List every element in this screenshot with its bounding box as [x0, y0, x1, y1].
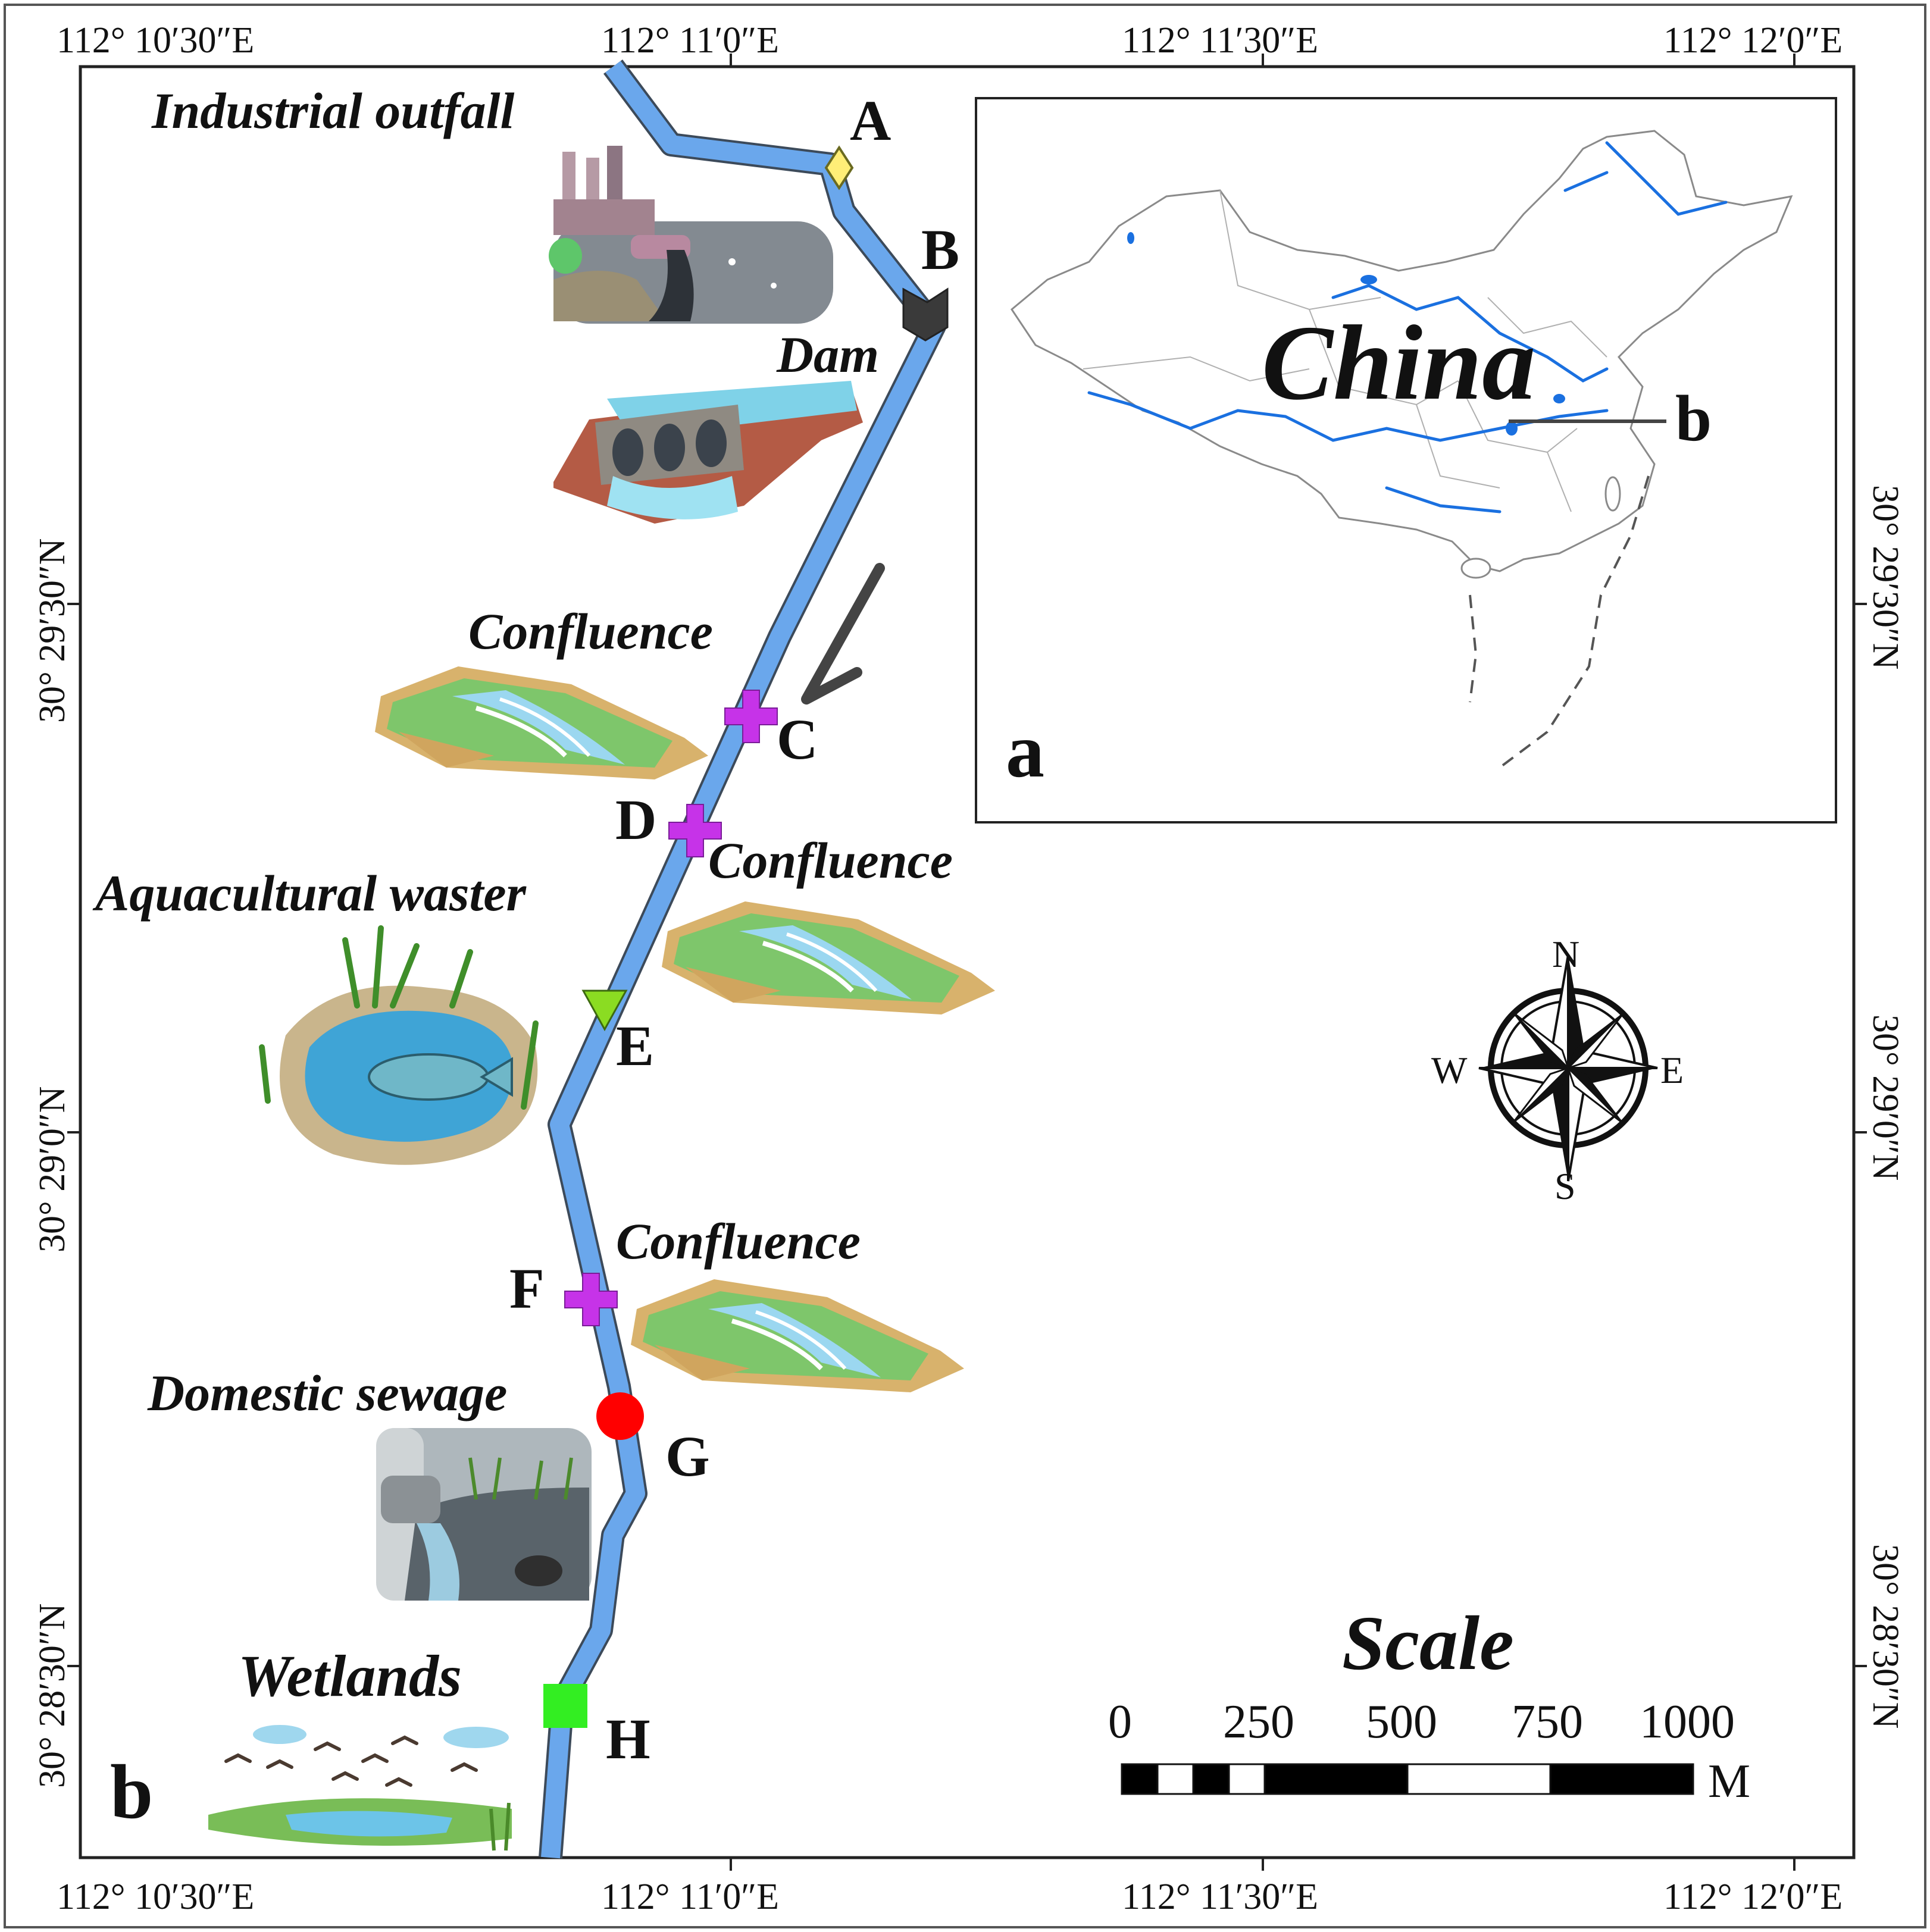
coord-right-1: 30° 29′30″N	[1865, 485, 1906, 669]
inset-panel-label: a	[1006, 708, 1044, 794]
confluence-illustration-2	[662, 901, 995, 1014]
dam-illustration	[553, 381, 863, 524]
coord-top-2: 112° 11′0″E	[601, 20, 779, 61]
label-confluence-3: Confluence	[616, 1213, 861, 1270]
coord-left-2: 30° 29′0″N	[32, 1086, 73, 1252]
site-a-marker	[824, 145, 854, 190]
compass-south-label: S	[1554, 1165, 1576, 1207]
wetlands-illustration	[208, 1725, 512, 1851]
label-confluence-2: Confluence	[708, 832, 953, 889]
site-d-marker	[668, 804, 722, 857]
coord-left-1: 30° 29′30″N	[32, 538, 73, 723]
confluence-illustration-3	[631, 1279, 964, 1392]
site-f-marker	[564, 1273, 618, 1326]
site-g-label: G	[665, 1424, 710, 1488]
site-d-label: D	[615, 788, 656, 851]
label-domestic-sewage: Domestic sewage	[147, 1364, 507, 1421]
scale-tick-750: 750	[1512, 1696, 1583, 1748]
coord-right-2: 30° 29′0″N	[1865, 1014, 1906, 1181]
site-b-marker	[902, 287, 949, 342]
coord-top-3: 112° 11′30″E	[1122, 20, 1318, 61]
taiwan-island	[1604, 476, 1621, 512]
compass-north-label: N	[1552, 933, 1579, 975]
coord-bottom-4: 112° 12′0″E	[1663, 1877, 1843, 1917]
compass-east-label: E	[1660, 1049, 1684, 1091]
coord-top-4: 112° 12′0″E	[1663, 20, 1843, 61]
panel-b-label: b	[110, 1749, 153, 1835]
scale-tick-500: 500	[1366, 1696, 1437, 1748]
coord-top-1: 112° 10′30″E	[57, 20, 254, 61]
coord-bottom-3: 112° 11′30″E	[1122, 1877, 1318, 1917]
compass-rose	[1478, 954, 1658, 1182]
coord-right-3: 30° 28′30″N	[1865, 1544, 1906, 1729]
site-h-marker	[543, 1684, 587, 1728]
china-outline	[1011, 130, 1793, 572]
label-confluence-1: Confluence	[468, 603, 713, 660]
site-a-label: A	[850, 89, 891, 152]
label-aquacultural-waster: Aquacultural waster	[92, 865, 527, 922]
site-g-marker	[596, 1392, 644, 1440]
coord-left-3: 30° 28′30″N	[32, 1604, 73, 1788]
site-c-marker	[724, 690, 778, 743]
scale-title: Scale	[1342, 1601, 1514, 1686]
site-b-label: B	[921, 218, 959, 281]
industrial-outfall-illustration	[549, 146, 833, 324]
site-e-label: E	[616, 1014, 654, 1078]
scale-unit: M	[1708, 1755, 1750, 1808]
inset-map: China b a	[975, 97, 1837, 823]
aquaculture-pond-illustration	[259, 925, 539, 1165]
inset-pointer-label: b	[1675, 382, 1712, 455]
coordinate-ticks	[67, 54, 1867, 1871]
inset-country-label: China	[1262, 303, 1535, 422]
coord-bottom-1: 112° 10′30″E	[57, 1877, 254, 1917]
scale-bar	[1121, 1763, 1694, 1795]
label-wetlands: Wetlands	[238, 1643, 462, 1709]
confluence-illustration-1	[375, 666, 708, 779]
flow-direction-arrow	[801, 563, 885, 704]
site-e-marker	[581, 990, 628, 1032]
site-f-label: F	[509, 1257, 545, 1320]
label-industrial-outfall: Industrial outfall	[151, 82, 514, 139]
scale-tick-0: 0	[1108, 1696, 1132, 1748]
site-c-label: C	[777, 707, 818, 771]
scale-tick-1000: 1000	[1640, 1696, 1735, 1748]
hainan-island	[1460, 558, 1491, 579]
compass-west-label: W	[1431, 1049, 1468, 1091]
site-h-label: H	[606, 1707, 650, 1771]
scale-tick-250: 250	[1223, 1696, 1294, 1748]
label-dam: Dam	[776, 326, 879, 383]
coord-bottom-2: 112° 11′0″E	[601, 1877, 779, 1917]
domestic-sewage-illustration	[376, 1428, 592, 1601]
